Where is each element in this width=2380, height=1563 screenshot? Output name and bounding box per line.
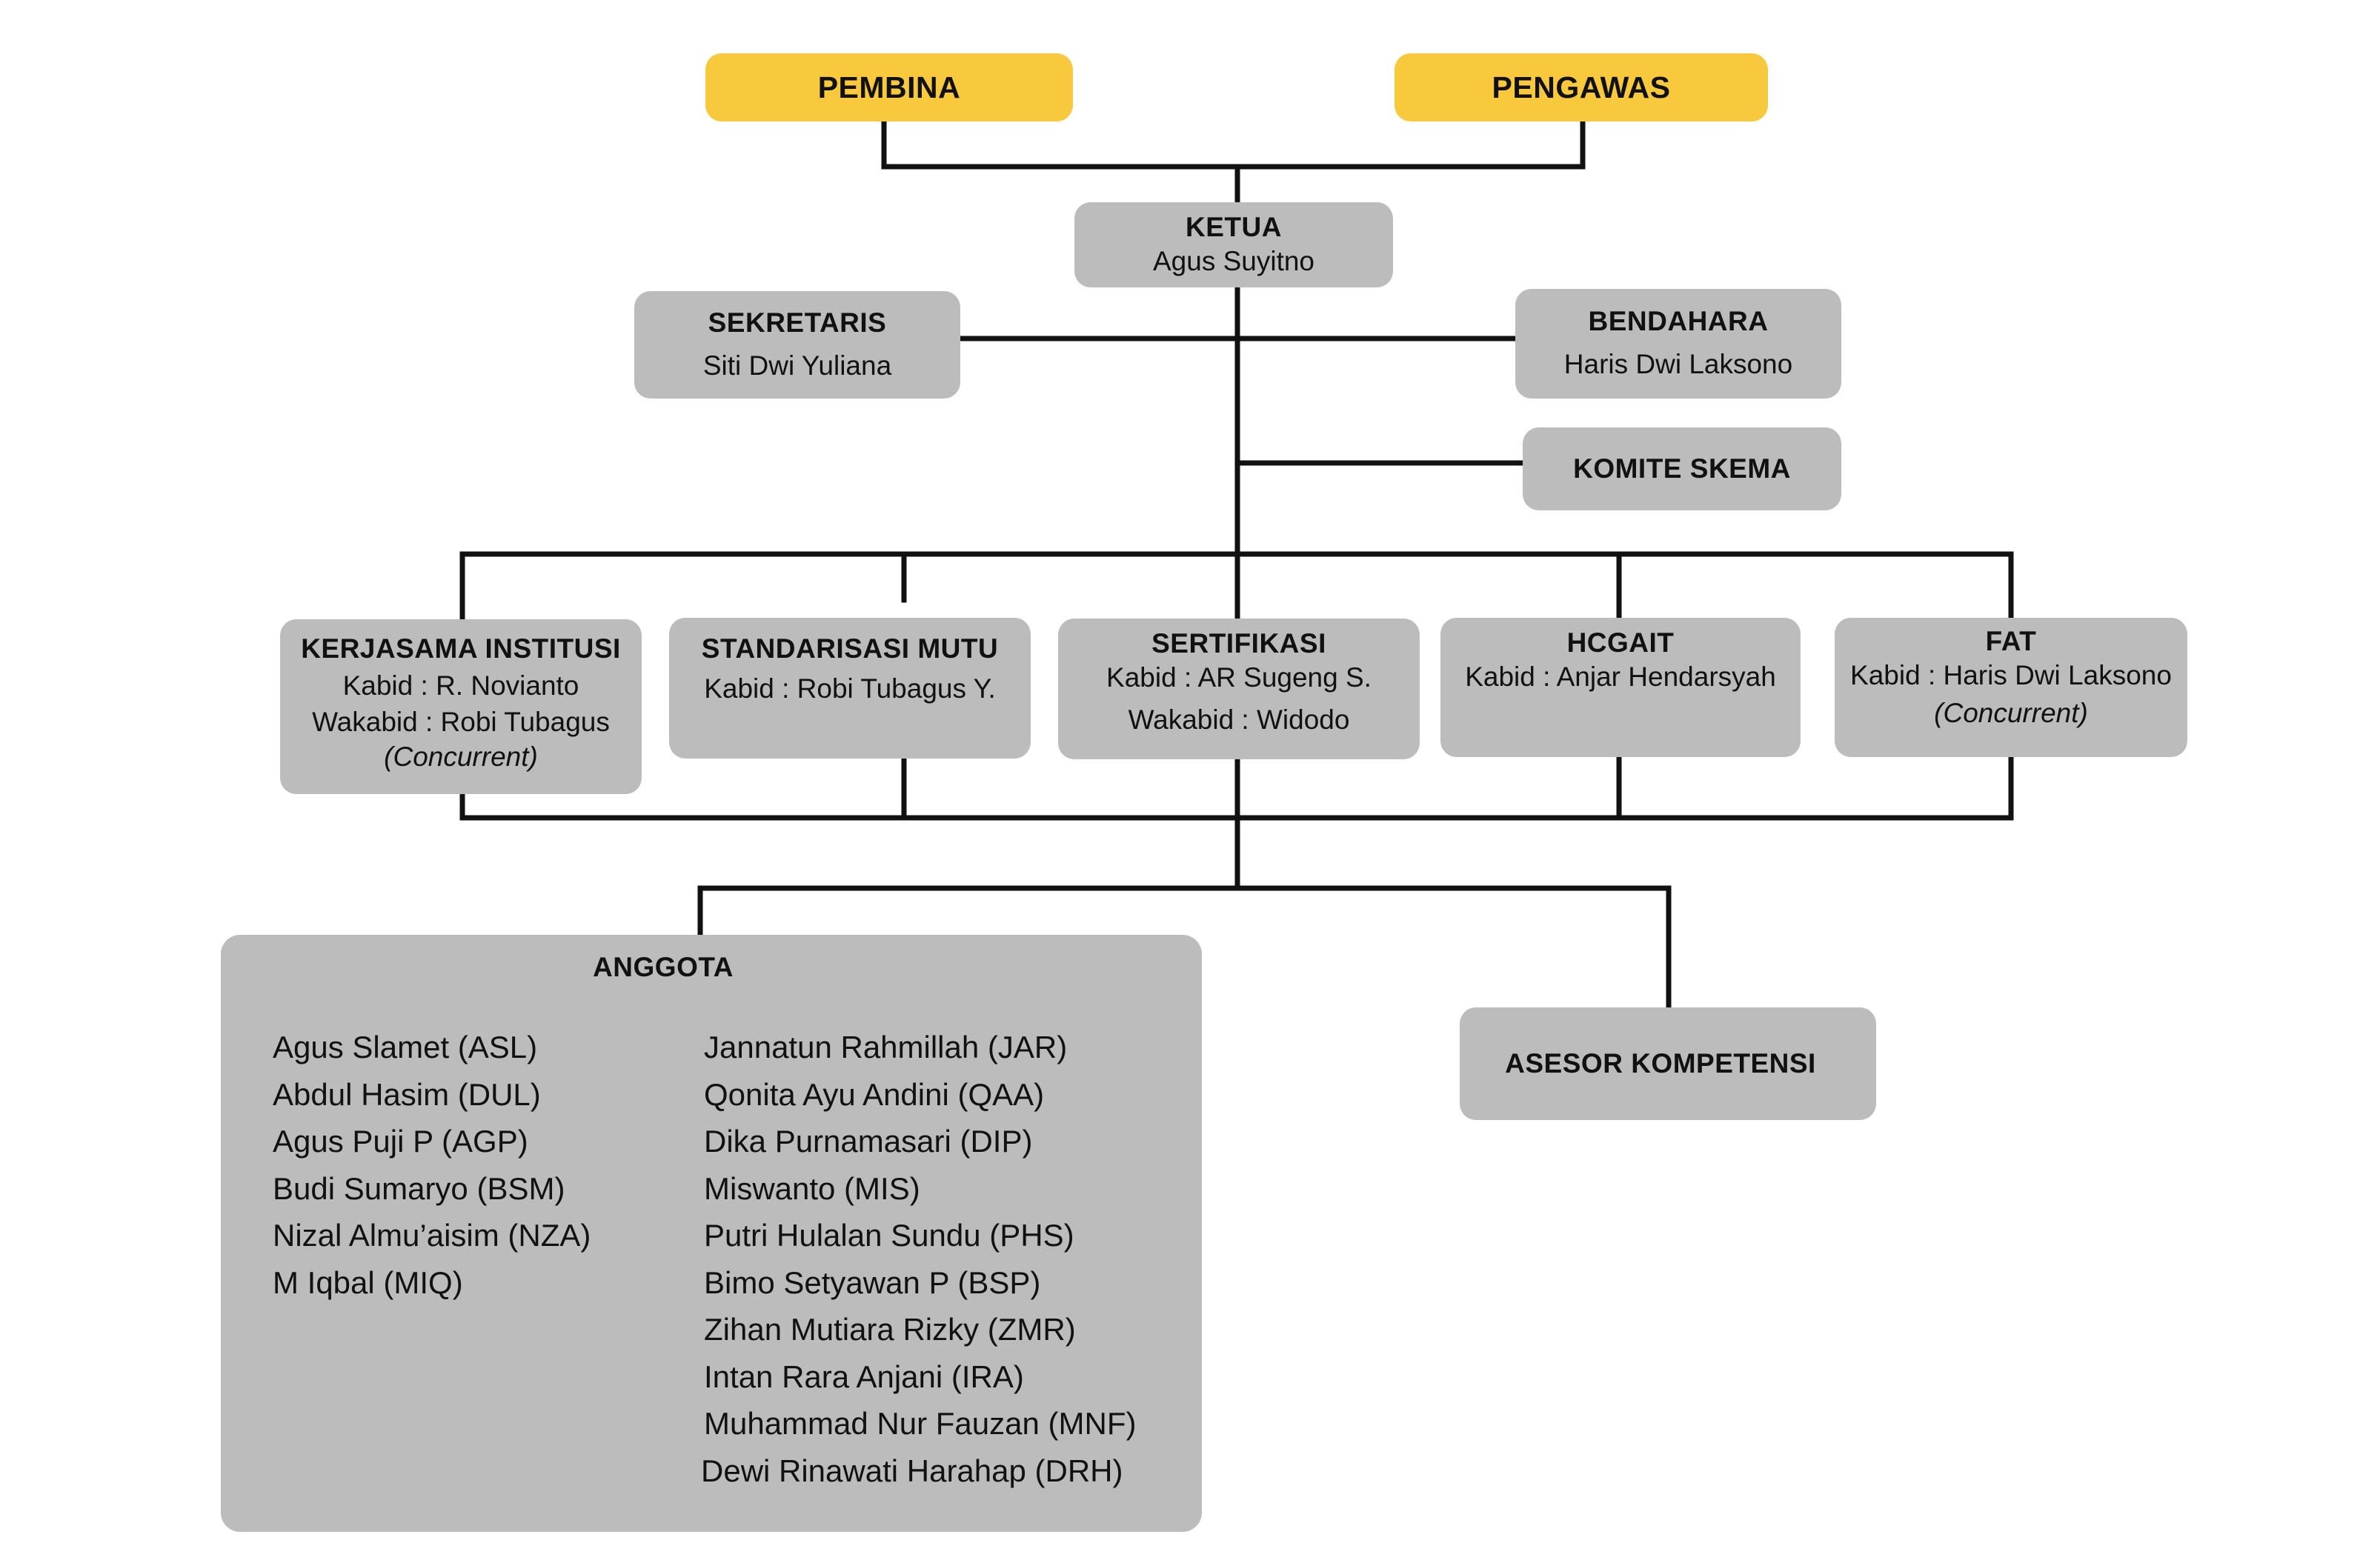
division-kabid: Kabid : Robi Tubagus Y. bbox=[704, 673, 996, 704]
connector-division-drops-top bbox=[459, 551, 2014, 625]
asesor-kompetensi-title: ASESOR KOMPETENSI bbox=[1505, 1048, 1816, 1079]
list-item: Zihan Mutiara Rizky (ZMR) bbox=[704, 1312, 1076, 1347]
list-item: Miswanto (MIS) bbox=[704, 1170, 920, 1206]
bendahara-name: Haris Dwi Laksono bbox=[1563, 349, 1793, 380]
list-item: Bimo Setyawan P (BSP) bbox=[704, 1264, 1041, 1300]
division-kabid: Kabid : Anjar Hendarsyah bbox=[1465, 661, 1776, 692]
division-wakabid: Wakabid : Widodo bbox=[1128, 704, 1350, 736]
ketua-node[interactable]: KETUA Agus Suyitno bbox=[1074, 202, 1393, 287]
list-item: Intan Rara Anjani (IRA) bbox=[704, 1359, 1024, 1394]
list-item: M Iqbal (MIQ) bbox=[273, 1264, 463, 1300]
sekretaris-name: Siti Dwi Yuliana bbox=[702, 350, 892, 381]
sekretaris-node[interactable]: SEKRETARIS Siti Dwi Yuliana bbox=[634, 291, 960, 399]
asesor-kompetensi-node[interactable]: ASESOR KOMPETENSI bbox=[1460, 1007, 1876, 1120]
list-item: Budi Sumaryo (BSM) bbox=[273, 1170, 565, 1206]
division-kerjasama-institusi[interactable]: KERJASAMA INSTITUSI Kabid : R. Novianto … bbox=[280, 619, 642, 794]
connector-top bbox=[881, 116, 1586, 170]
list-item: Agus Slamet (ASL) bbox=[273, 1030, 538, 1064]
anggota-title: ANGGOTA bbox=[593, 952, 734, 982]
anggota-column-left: Agus Slamet (ASL) Abdul Hasim (DUL) Agus… bbox=[273, 1024, 591, 1306]
komite-skema-title: KOMITE SKEMA bbox=[1573, 453, 1791, 484]
division-kabid: Kabid : AR Sugeng S. bbox=[1106, 661, 1372, 693]
pengawas-label: PENGAWAS bbox=[1492, 70, 1671, 104]
list-item: Abdul Hasim (DUL) bbox=[273, 1076, 541, 1112]
list-item: Qonita Ayu Andini (QAA) bbox=[704, 1076, 1045, 1112]
division-standarisasi-mutu[interactable]: STANDARISASI MUTU Kabid : Robi Tubagus Y… bbox=[669, 618, 1031, 759]
list-item: Dewi Rinawati Harahap (DRH) bbox=[701, 1453, 1123, 1488]
connector-bottom-bus bbox=[697, 885, 1672, 1012]
list-item: Putri Hulalan Sundu (PHS) bbox=[704, 1218, 1074, 1253]
ketua-name: Agus Suyitno bbox=[1152, 245, 1315, 276]
pembina-node[interactable]: PEMBINA bbox=[705, 53, 1073, 121]
list-item: Dika Purnamasari (DIP) bbox=[704, 1124, 1033, 1159]
division-fat[interactable]: FAT Kabid : Haris Dwi Laksono (Concurren… bbox=[1835, 618, 2187, 757]
list-item: Nizal Almu’aisim (NZA) bbox=[273, 1218, 591, 1253]
division-title: HCGAIT bbox=[1566, 627, 1675, 658]
list-item: Muhammad Nur Fauzan (MNF) bbox=[704, 1406, 1137, 1441]
sekretaris-title: SEKRETARIS bbox=[708, 307, 887, 338]
pengawas-node[interactable]: PENGAWAS bbox=[1395, 53, 1768, 121]
division-note: (Concurrent) bbox=[384, 741, 538, 773]
division-title: FAT bbox=[1985, 626, 2037, 656]
ketua-title: KETUA bbox=[1186, 211, 1282, 242]
list-item: Agus Puji P (AGP) bbox=[273, 1124, 528, 1159]
komite-skema-node[interactable]: KOMITE SKEMA bbox=[1523, 427, 1841, 510]
division-kabid: Kabid : R. Novianto bbox=[342, 670, 579, 701]
bendahara-node[interactable]: BENDAHARA Haris Dwi Laksono bbox=[1515, 289, 1841, 399]
bendahara-title: BENDAHARA bbox=[1588, 306, 1769, 337]
division-title: SERTIFIKASI bbox=[1151, 628, 1326, 659]
division-kabid: Kabid : Haris Dwi Laksono bbox=[1850, 659, 2172, 690]
division-note: (Concurrent) bbox=[1934, 698, 2088, 729]
anggota-node[interactable]: ANGGOTA Agus Slamet (ASL) Abdul Hasim (D… bbox=[221, 935, 1202, 1532]
division-title: STANDARISASI MUTU bbox=[701, 633, 999, 664]
division-hcgait[interactable]: HCGAIT Kabid : Anjar Hendarsyah bbox=[1440, 618, 1801, 757]
list-item: Jannatun Rahmillah (JAR) bbox=[704, 1030, 1068, 1064]
division-sertifikasi[interactable]: SERTIFIKASI Kabid : AR Sugeng S. Wakabid… bbox=[1058, 619, 1420, 759]
division-title: KERJASAMA INSTITUSI bbox=[301, 633, 621, 664]
division-wakabid: Wakabid : Robi Tubagus bbox=[312, 707, 610, 738]
connector-division-drops-bottom bbox=[459, 753, 2014, 821]
pembina-label: PEMBINA bbox=[817, 70, 961, 104]
anggota-member-columns: Agus Slamet (ASL) Abdul Hasim (DUL) Agus… bbox=[221, 935, 1202, 1532]
anggota-column-right: Jannatun Rahmillah (JAR) Qonita Ayu Andi… bbox=[701, 1024, 1137, 1494]
